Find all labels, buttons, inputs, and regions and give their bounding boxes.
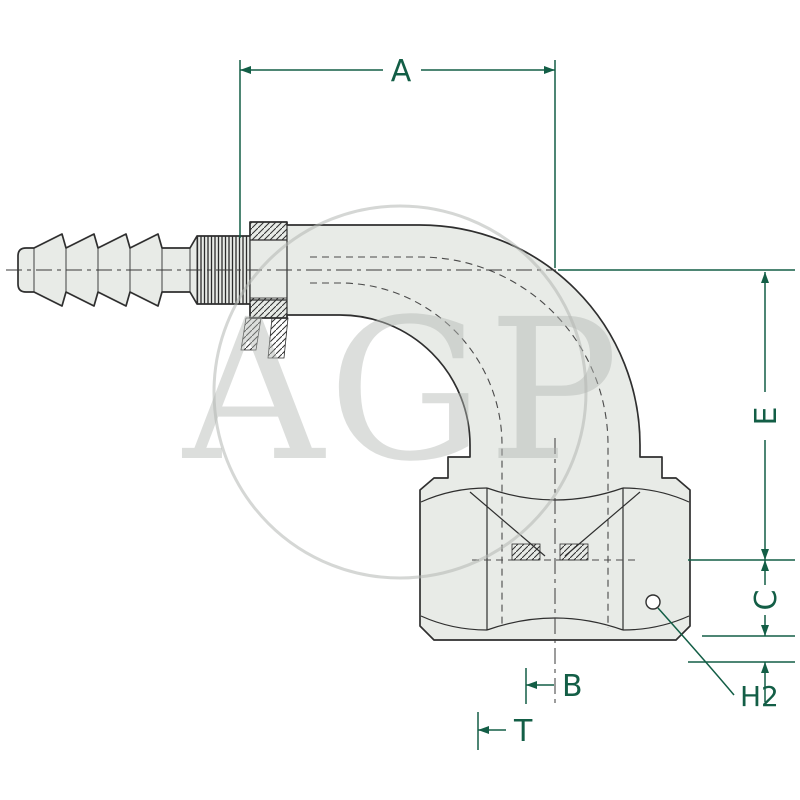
fitting-silhouette: [17, 221, 691, 641]
watermark-circle: [212, 204, 588, 580]
dimension-e: E: [558, 269, 795, 560]
arrowhead: [544, 66, 555, 74]
dimension-b: B: [525, 668, 583, 704]
dim-label-c: C: [749, 590, 784, 611]
dimension-h2: H2: [657, 607, 779, 713]
dimension-a: A: [239, 54, 556, 268]
dim-label-t: T: [513, 714, 533, 749]
hex-corner-left: [240, 317, 262, 351]
internal-thread-left: [511, 543, 541, 561]
centerlines: [6, 269, 556, 706]
hex-collar: [240, 221, 289, 359]
arrowhead: [761, 272, 769, 283]
fitting-body: [6, 221, 691, 706]
arrowhead: [761, 662, 769, 673]
internal-thread-right: [559, 543, 589, 561]
h2-reference-hole: [645, 594, 661, 610]
arrowhead: [761, 549, 769, 560]
arrowhead: [761, 560, 769, 571]
arrowhead: [526, 681, 537, 689]
dimension-t: T: [477, 712, 533, 750]
dimension-c: C: [688, 559, 795, 637]
dim-label-e: E: [749, 407, 784, 426]
arrowhead: [761, 625, 769, 636]
hex-corner-right: [267, 317, 289, 359]
dim-label-h2: H2: [740, 680, 779, 713]
arrowhead: [240, 66, 251, 74]
dim-label-b: B: [562, 669, 583, 704]
watermark-text: AGP: [181, 277, 623, 504]
elbow-bend-bore: [310, 256, 609, 628]
h2-leader-line: [657, 607, 735, 696]
arrowhead: [478, 726, 489, 734]
watermark: AGP: [181, 204, 623, 580]
dim-label-a: A: [391, 54, 412, 89]
